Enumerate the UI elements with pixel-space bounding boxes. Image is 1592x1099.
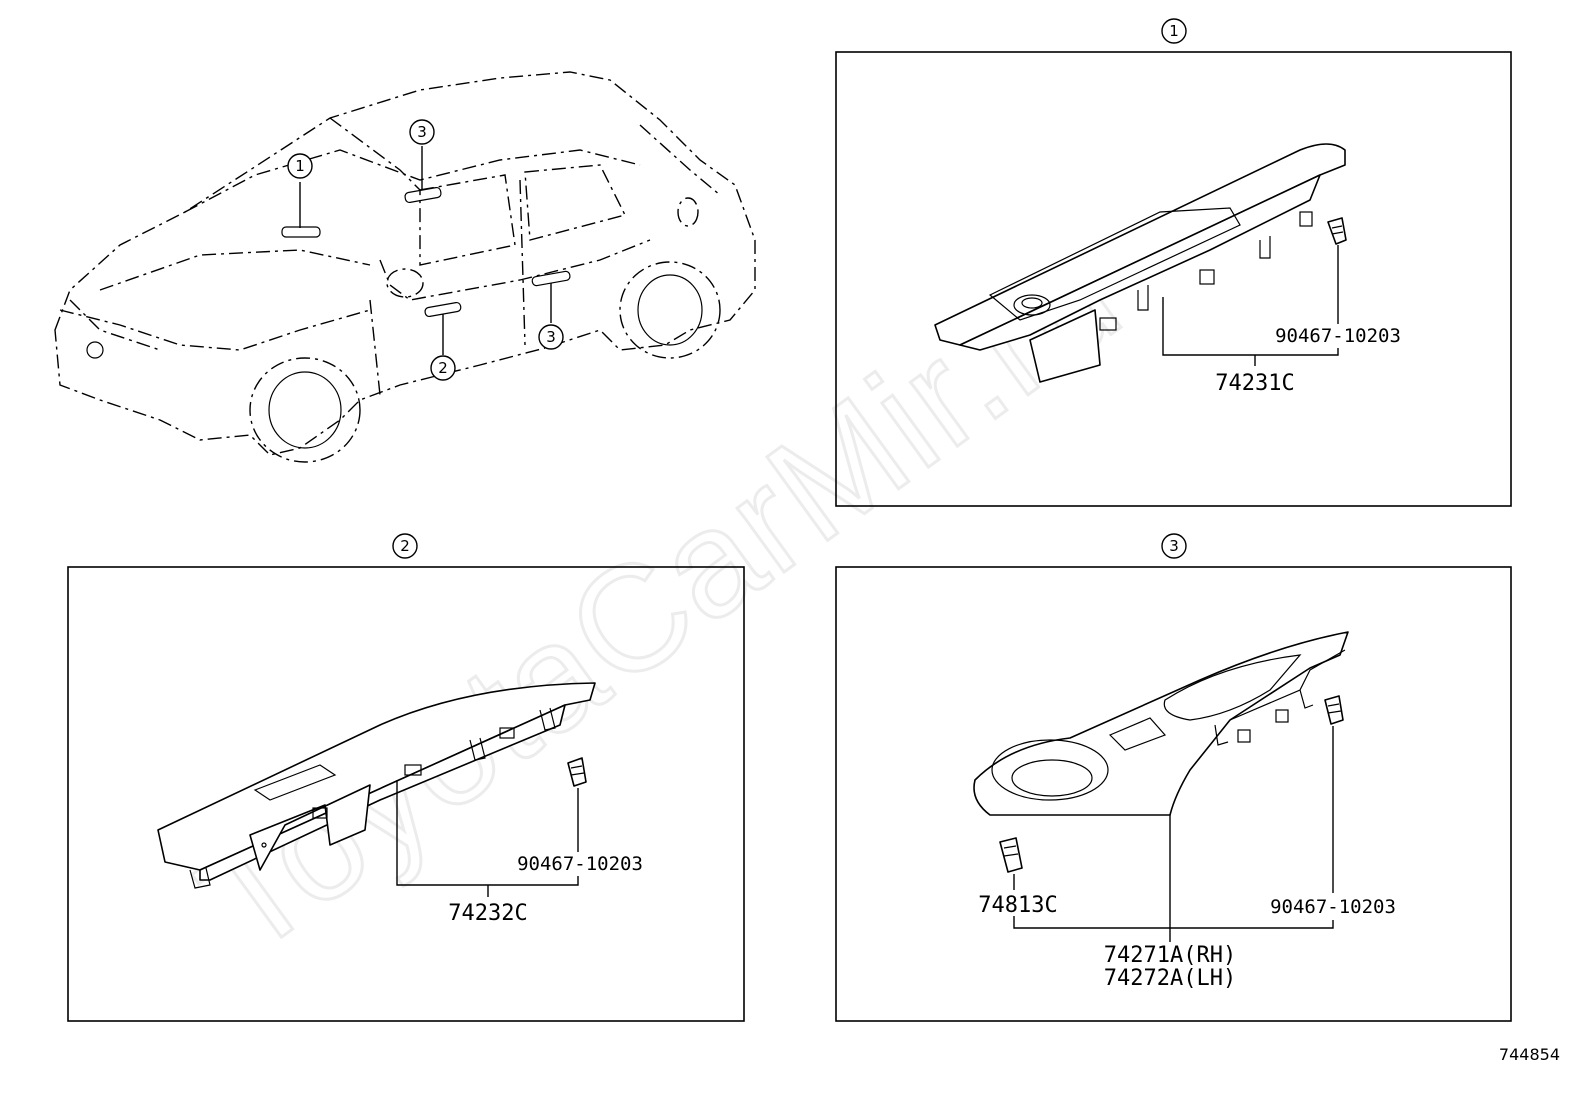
panel-3-header: 3	[1161, 533, 1187, 559]
vehicle-callout-2: 2	[430, 355, 456, 381]
panel-2-header: 2	[392, 533, 418, 559]
part-number-74272A-LH: 74272A(LH)	[1104, 966, 1236, 991]
svg-text:2: 2	[438, 359, 448, 377]
vehicle-callout-3-front: 3	[409, 119, 435, 145]
clip-1	[1327, 217, 1347, 245]
panel-1-header: 1	[1161, 18, 1187, 44]
part-number-90467-10203-p3: 90467-10203	[1270, 896, 1396, 918]
svg-text:1: 1	[1169, 22, 1179, 40]
part-number-90467-10203-p1: 90467-10203	[1275, 325, 1401, 347]
svg-text:2: 2	[400, 537, 410, 555]
switch-assembly-3	[973, 631, 1349, 816]
vehicle-callout-3-rear: 3	[538, 324, 564, 350]
document-number: 744854	[1499, 1045, 1560, 1064]
part-number-74232C: 74232C	[448, 901, 527, 926]
vehicle-overview: 1 3 2 3	[54, 71, 756, 463]
svg-text:1: 1	[295, 157, 305, 175]
svg-text:3: 3	[1169, 537, 1179, 555]
front-wheel	[249, 357, 361, 463]
panel-1-frame	[835, 51, 1512, 507]
clip-2	[567, 757, 587, 787]
rear-wheel	[619, 261, 721, 359]
part-number-74813C: 74813C	[978, 893, 1057, 918]
svg-text:3: 3	[417, 123, 427, 141]
svg-text:3: 3	[546, 328, 556, 346]
clip-3-left	[999, 837, 1023, 873]
part-number-74231C: 74231C	[1215, 371, 1294, 396]
switch-assembly-1	[934, 143, 1346, 383]
clip-3-right	[1324, 695, 1344, 725]
panel-3: 3 74813C 90467-10203 74271A(RH	[835, 533, 1512, 1022]
part-number-90467-10203-p2: 90467-10203	[517, 853, 643, 875]
switch-assembly-2	[157, 682, 596, 889]
panel-3-frame	[835, 566, 1512, 1022]
panel-1: 1 90467-10203 74231C	[835, 18, 1512, 507]
panel-2-frame	[67, 566, 745, 1022]
panel-2: 2 90467-10203 74232C	[67, 533, 745, 1022]
vehicle-callout-1: 1	[287, 153, 313, 179]
part-number-74271A-RH: 74271A(RH)	[1104, 943, 1236, 968]
